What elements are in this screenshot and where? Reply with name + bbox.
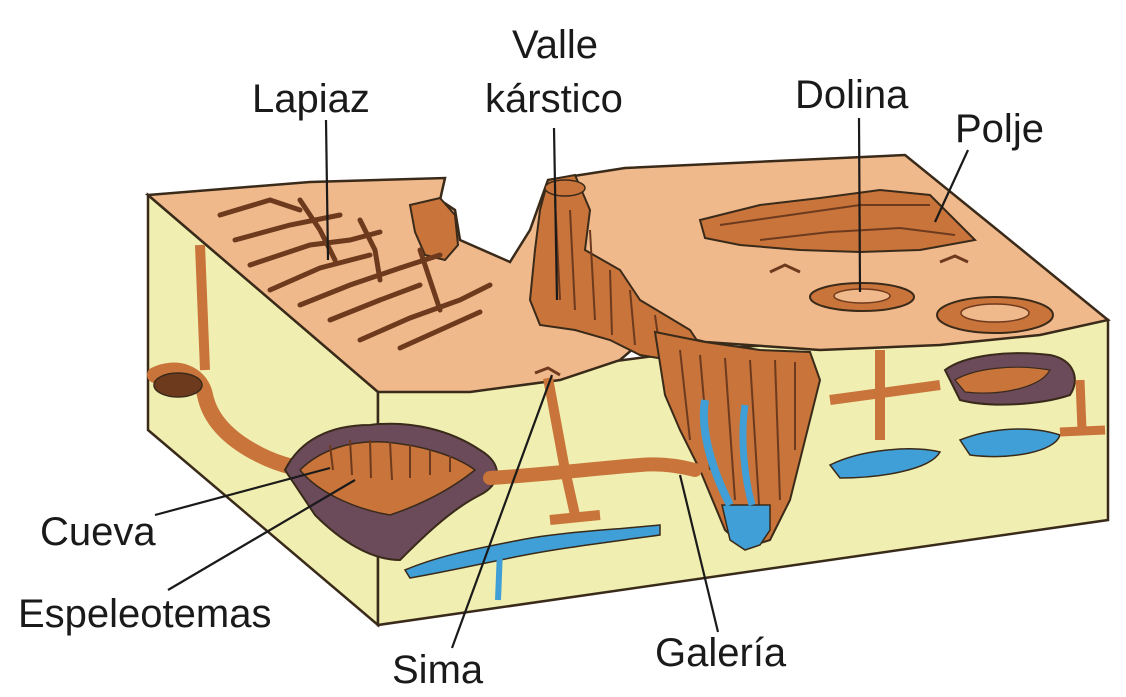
dolina-large-inner: [834, 289, 890, 303]
right-conduit-v2: [1080, 380, 1082, 430]
right-upper-passage: [1060, 430, 1105, 432]
label-sima: Sima: [392, 648, 484, 692]
conduit-left-vertical: [200, 245, 205, 370]
label-cueva: Cueva: [40, 510, 156, 554]
dolina-right-inner: [961, 304, 1029, 322]
label-lapiaz: Lapiaz: [252, 77, 370, 121]
underground-river-drop: [498, 550, 500, 600]
label-galeria: Galería: [655, 631, 787, 675]
label-valle-line2: kárstico: [485, 77, 623, 121]
dolina-top: [545, 180, 585, 196]
label-dolina: Dolina: [795, 73, 909, 117]
lower-conduit: [550, 515, 600, 520]
leader-dolina: [859, 118, 860, 292]
label-polje: Polje: [955, 107, 1044, 151]
label-valle-line1: Valle: [512, 23, 598, 67]
label-espeleotemas: Espeleotemas: [18, 592, 271, 636]
conduit-entrance: [154, 373, 202, 397]
